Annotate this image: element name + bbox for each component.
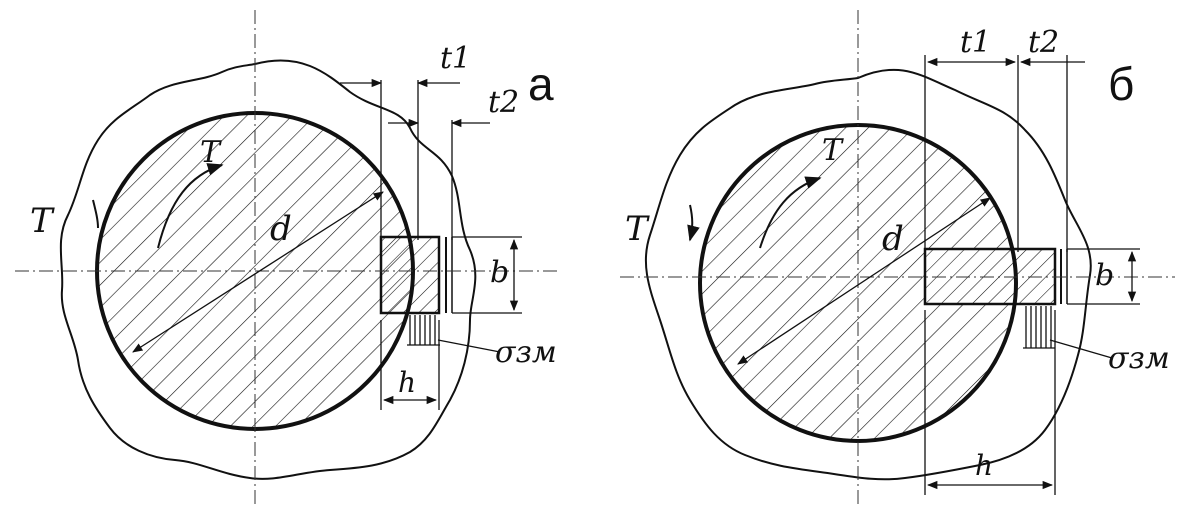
label-t2-b: t2 — [1028, 25, 1059, 60]
panel-letter-a: а — [528, 58, 554, 110]
label-h-a: h — [398, 366, 416, 399]
panel-b: б T T d b t1 t2 h σзм — [620, 10, 1175, 506]
label-sigma-b: σзм — [1108, 341, 1170, 376]
label-t2-a: t2 — [488, 85, 519, 120]
label-t1-b: t1 — [960, 25, 991, 60]
label-T-outer-a: T — [30, 201, 55, 241]
label-T-outer-b: T — [625, 209, 650, 249]
stress-arrows-b — [1023, 306, 1113, 359]
label-b-b: b — [1095, 258, 1114, 293]
label-T-inner-a: T — [200, 135, 222, 170]
hub-outline-a — [59, 59, 477, 480]
label-d-b: d — [882, 219, 904, 259]
label-T-inner-b: T — [822, 133, 844, 168]
label-d-a: d — [270, 209, 292, 249]
hub-outline-b — [644, 68, 1092, 481]
label-b-a: b — [490, 255, 509, 290]
panel-letter-b: б — [1108, 58, 1134, 110]
stress-arrows-a — [407, 315, 501, 353]
label-sigma-a: σзм — [495, 335, 557, 370]
label-t1-a: t1 — [440, 41, 471, 76]
panel-a: а T T d b t1 t2 h σзм — [15, 10, 560, 506]
label-h-b: h — [975, 449, 993, 482]
